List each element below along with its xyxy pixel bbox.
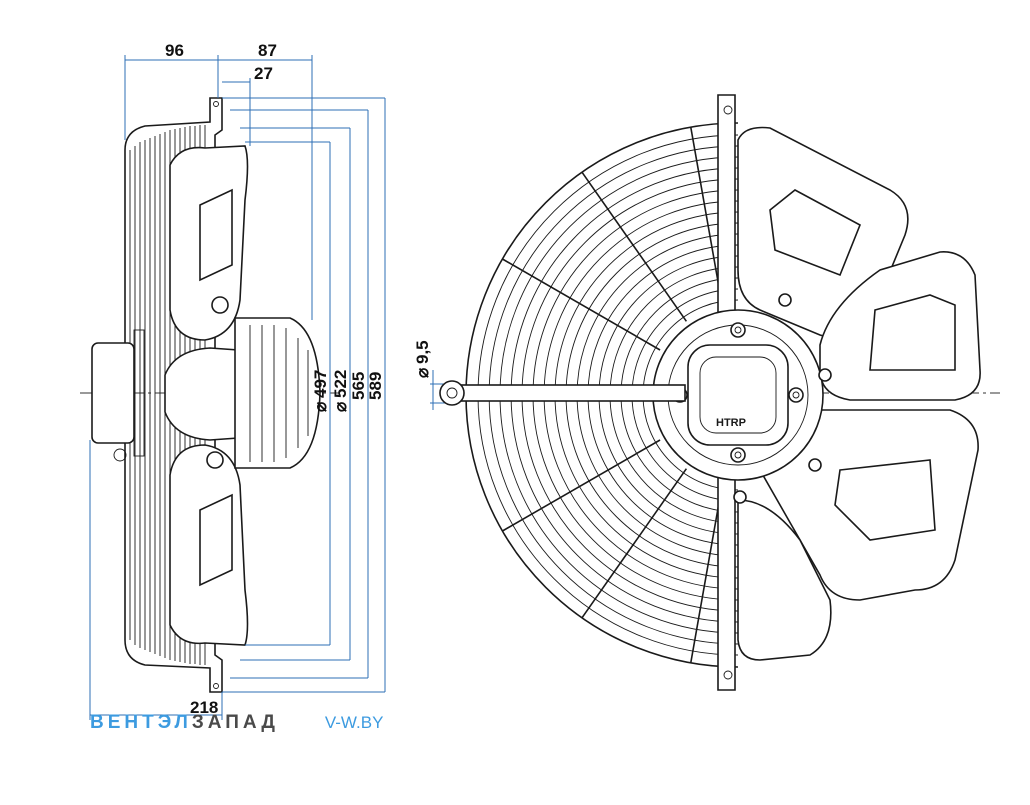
side-blade-middle <box>164 347 241 441</box>
footer: ВЕНТЭЛ ЗАПАД V- W.BY <box>90 712 383 738</box>
grille-spoke <box>581 171 688 322</box>
diameter-symbol-hole: ⌀ <box>413 367 432 378</box>
front-grille-spokes <box>502 126 724 664</box>
brand-name-part2: ЗАПАД <box>191 712 279 733</box>
side-blade-lower <box>169 444 249 646</box>
diameter-symbol-522: ⌀ <box>331 401 350 412</box>
dim-497-label: 497 <box>311 370 330 398</box>
brand-name-part1: ВЕНТЭЛ <box>90 712 192 733</box>
front-motor-cover <box>687 344 789 446</box>
side-frame <box>124 97 223 693</box>
side-blade-lower-window <box>199 493 233 587</box>
grille-spoke <box>502 439 661 532</box>
dim-9-5-group: ⌀ 9,5 <box>413 340 432 378</box>
dim-96-label: 96 <box>165 41 184 60</box>
front-blade-1-window <box>769 189 862 277</box>
diameter-symbol-497: ⌀ <box>311 401 330 412</box>
website-part1[interactable]: V- <box>324 713 341 732</box>
front-blade-4 <box>737 499 832 661</box>
side-blade-upper <box>169 145 249 341</box>
side-hole-bottom <box>213 683 219 689</box>
dim-87-label: 87 <box>258 41 277 60</box>
side-terminal-box <box>91 342 135 444</box>
dim-hole-label: 9,5 <box>413 340 432 364</box>
website-part2[interactable]: W.BY <box>340 713 384 732</box>
front-horizontal-strut <box>444 384 686 402</box>
front-blade-3-window <box>834 459 936 541</box>
front-blade-2 <box>819 251 981 401</box>
side-blade-upper-window <box>199 188 233 282</box>
front-motor-cover-inner <box>699 356 777 434</box>
dim-497-group: ⌀ 497 <box>311 370 330 412</box>
grille-spoke <box>689 126 724 307</box>
front-mount-eye-hole <box>446 387 458 399</box>
dim-565-label: 565 <box>349 372 368 400</box>
side-hub-bolt-1 <box>211 296 229 314</box>
dim-565-group: 565 <box>349 372 368 400</box>
dim-589-group: 589 <box>366 372 385 400</box>
side-hole-top <box>213 101 219 107</box>
side-cable-gland <box>113 448 127 462</box>
dim-589-label: 589 <box>366 372 385 400</box>
side-motor-housing <box>234 317 321 469</box>
front-blade-2-window <box>869 294 956 371</box>
grille-spoke <box>689 483 724 664</box>
side-hub-bolt-2 <box>206 451 224 469</box>
front-mount-hole-bottom <box>723 670 733 680</box>
side-hub-plate <box>133 329 145 457</box>
front-mount-hole-top <box>723 105 733 115</box>
dim-522-label: 522 <box>331 370 350 398</box>
dimension-lines <box>89 55 455 720</box>
dim-218-label: 218 <box>190 698 218 717</box>
side-motor-fins <box>249 325 309 462</box>
dim-27-label: 27 <box>254 64 273 83</box>
front-view: HTRP <box>439 94 1000 691</box>
grille-spoke <box>581 468 688 619</box>
grille-spoke <box>502 258 661 351</box>
nameplate-logo: HTRP <box>716 417 746 429</box>
front-mount-eye <box>439 380 465 406</box>
side-view <box>80 97 340 693</box>
dim-522-group: ⌀ 522 <box>331 370 350 412</box>
